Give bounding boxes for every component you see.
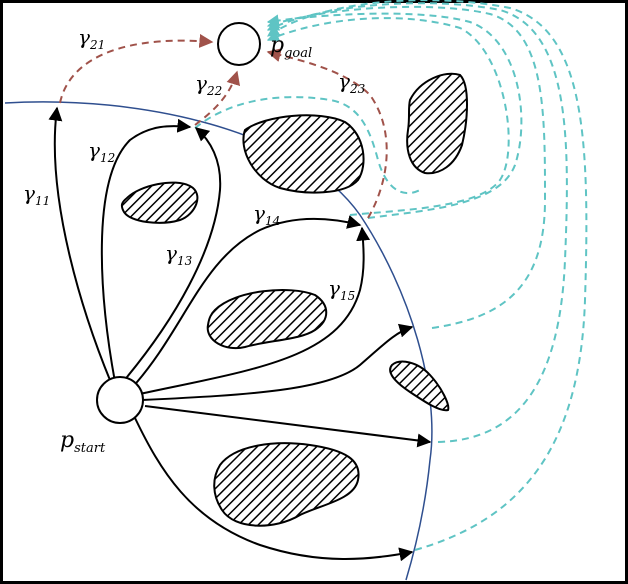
path-gamma-15 xyxy=(134,226,371,396)
path-gamma-21 xyxy=(59,33,214,104)
path-to-horizon-3 xyxy=(141,323,414,401)
path-to-horizon-5 xyxy=(134,417,414,562)
teal-path-4 xyxy=(266,2,568,443)
label-gamma-23: γ23 xyxy=(338,69,366,96)
black-paths xyxy=(48,106,432,562)
obstacle-5 xyxy=(389,360,450,412)
obstacle-6 xyxy=(213,442,360,527)
label-gamma-15: γ15 xyxy=(328,276,355,303)
path-gamma-23 xyxy=(266,48,388,219)
label-gamma-22: γ22 xyxy=(195,71,222,98)
obstacle-2 xyxy=(242,114,365,194)
teal-path-6 xyxy=(266,17,510,216)
red-dashed-paths xyxy=(59,33,388,219)
start-node xyxy=(96,376,144,424)
label-gamma-12: γ12 xyxy=(88,138,115,165)
obstacle-1 xyxy=(120,181,199,224)
obstacle-4 xyxy=(206,289,328,350)
path-gamma-22 xyxy=(194,70,241,126)
teal-dashed-paths xyxy=(194,0,588,551)
start-label: pstart xyxy=(60,428,106,456)
path-gamma-14 xyxy=(129,215,362,391)
obstacle-3 xyxy=(406,72,468,175)
label-gamma-11: γ11 xyxy=(23,181,50,208)
label-gamma-21: γ21 xyxy=(78,25,105,52)
goal-node xyxy=(217,22,261,66)
path-gamma-13 xyxy=(121,127,222,384)
path-gamma-11 xyxy=(48,106,113,386)
goal-label: pgoal xyxy=(270,33,312,61)
label-gamma-14: γ14 xyxy=(253,201,280,228)
planning-horizon-arc xyxy=(4,101,433,581)
path-gamma-12 xyxy=(100,118,192,383)
path-to-horizon-4 xyxy=(144,405,432,448)
label-gamma-13: γ13 xyxy=(165,241,193,268)
